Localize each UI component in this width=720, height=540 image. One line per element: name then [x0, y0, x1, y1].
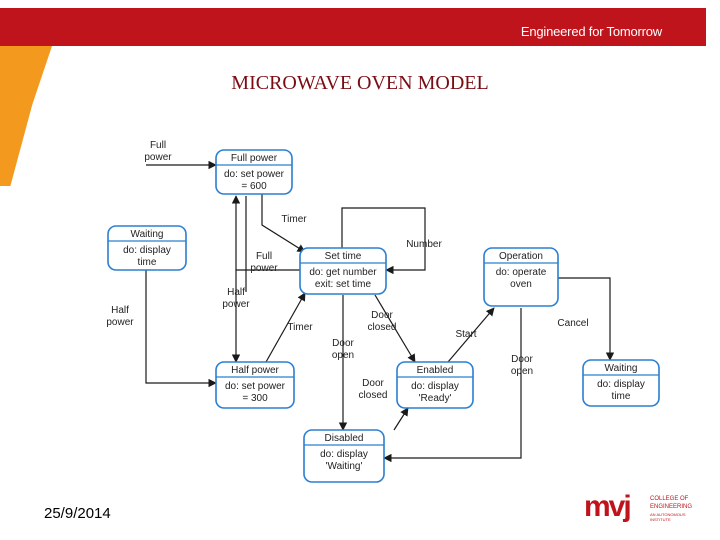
transition-label-door-closed-bottom: closed [359, 390, 388, 401]
state-action-full-power: do: set power [224, 169, 285, 180]
state-name-waiting-right: Waiting [605, 363, 638, 374]
transition-label-full-power-top: power [144, 152, 172, 163]
transition-label-door-closed-top: closed [368, 322, 397, 333]
transition-label-door-closed-bottom: Door [362, 378, 384, 389]
state-action-waiting-right: time [612, 391, 631, 402]
state-box-waiting-left [107, 225, 187, 271]
state-action-operation: do: operate [496, 267, 547, 278]
transition-label-timer-lower: Timer [287, 322, 313, 333]
state-action-full-power: = 600 [241, 181, 267, 192]
college-logo: mvj COLLEGE OF ENGINEERING AN AUTONOMOUS… [584, 490, 704, 530]
transition-label-full-power-mid: power [250, 263, 278, 274]
transition-label-half-power-left: Half [111, 305, 129, 316]
state-action-set-time: do: get number [309, 267, 377, 278]
state-action-waiting-left: do: display [123, 245, 171, 256]
header-bar: Engineered for Tomorrow [0, 8, 706, 46]
edge-operation-to-disabled [383, 308, 522, 463]
logo-text-1: COLLEGE OF [650, 496, 689, 502]
transition-label-half-power-left: power [106, 317, 134, 328]
state-action-half-power: do: set power [225, 381, 286, 392]
state-name-disabled: Disabled [325, 433, 364, 444]
edge-enabled-to-operation [447, 307, 495, 363]
edge-disabled-to-enabled [393, 407, 409, 431]
transition-label-door-open-right: Door [511, 354, 533, 365]
state-name-waiting-left: Waiting [131, 229, 164, 240]
edge-operation-to-waiting [558, 277, 615, 361]
transition-label-timer-upper: Timer [281, 214, 307, 225]
edge-full-to-settime [261, 194, 306, 253]
state-action-half-power: = 300 [242, 393, 268, 404]
state-action-set-time: exit: set time [315, 279, 372, 290]
state-name-set-time: Set time [325, 251, 362, 262]
state-box-full-power [215, 149, 293, 195]
transition-label-door-open-mid: open [332, 350, 354, 361]
transition-label-half-power-mid: power [222, 299, 250, 310]
transition-label-start: Start [455, 329, 476, 340]
state-action-operation: oven [510, 279, 532, 290]
state-name-operation: Operation [499, 251, 543, 262]
transition-label-door-closed-top: Door [371, 310, 393, 321]
slide-title: MICROWAVE OVEN MODEL [231, 72, 489, 94]
state-name-half-power: Half power [231, 365, 279, 376]
state-half-power: Half power do: set power= 300 [215, 361, 295, 409]
state-action-enabled: do: display [411, 381, 459, 392]
header-tagline: Engineered for Tomorrow [520, 24, 662, 39]
edge-half-power-entry [145, 268, 217, 388]
state-action-disabled: 'Waiting' [326, 461, 363, 472]
edge-half-to-settime [265, 292, 306, 363]
state-full-power: Full power do: set power= 600 [215, 149, 293, 195]
transition-label-door-open-right: open [511, 366, 533, 377]
transitions [145, 160, 615, 463]
state-box-waiting-right [582, 359, 660, 407]
state-box-set-time [299, 247, 387, 295]
state-name-enabled: Enabled [417, 365, 454, 376]
transition-label-door-open-mid: Door [332, 338, 354, 349]
transition-label-full-power-top: Full [150, 140, 166, 151]
edge-settime-to-enabled [374, 294, 416, 363]
footer-date: 25/9/2014 [44, 505, 111, 522]
logo-text-2: ENGINEERING [650, 504, 693, 510]
transition-label-cancel: Cancel [557, 318, 588, 329]
logo-text-3: AN AUTONOMOUS INSTITUTE [650, 512, 686, 522]
transition-label-number: Number [406, 239, 442, 250]
state-action-disabled: do: display [320, 449, 368, 460]
state-disabled: Disabled do: display'Waiting' [303, 429, 385, 483]
state-enabled: Enabled do: display'Ready' [396, 361, 474, 409]
transition-label-half-power-mid: Half [227, 287, 245, 298]
state-box-disabled [303, 429, 385, 483]
state-box-half-power [215, 361, 295, 409]
state-action-waiting-left: time [138, 257, 157, 268]
labels-layer: FullpowerTimerNumberFullpowerHalfpowerHa… [106, 140, 588, 401]
logo-mark: mvj [584, 490, 632, 523]
transition-label-full-power-mid: Full [256, 251, 272, 262]
state-name-full-power: Full power [231, 153, 278, 164]
state-action-enabled: 'Ready' [419, 393, 452, 404]
edge-settime-self [341, 207, 426, 275]
state-box-enabled [396, 361, 474, 409]
state-action-waiting-right: do: display [597, 379, 645, 390]
